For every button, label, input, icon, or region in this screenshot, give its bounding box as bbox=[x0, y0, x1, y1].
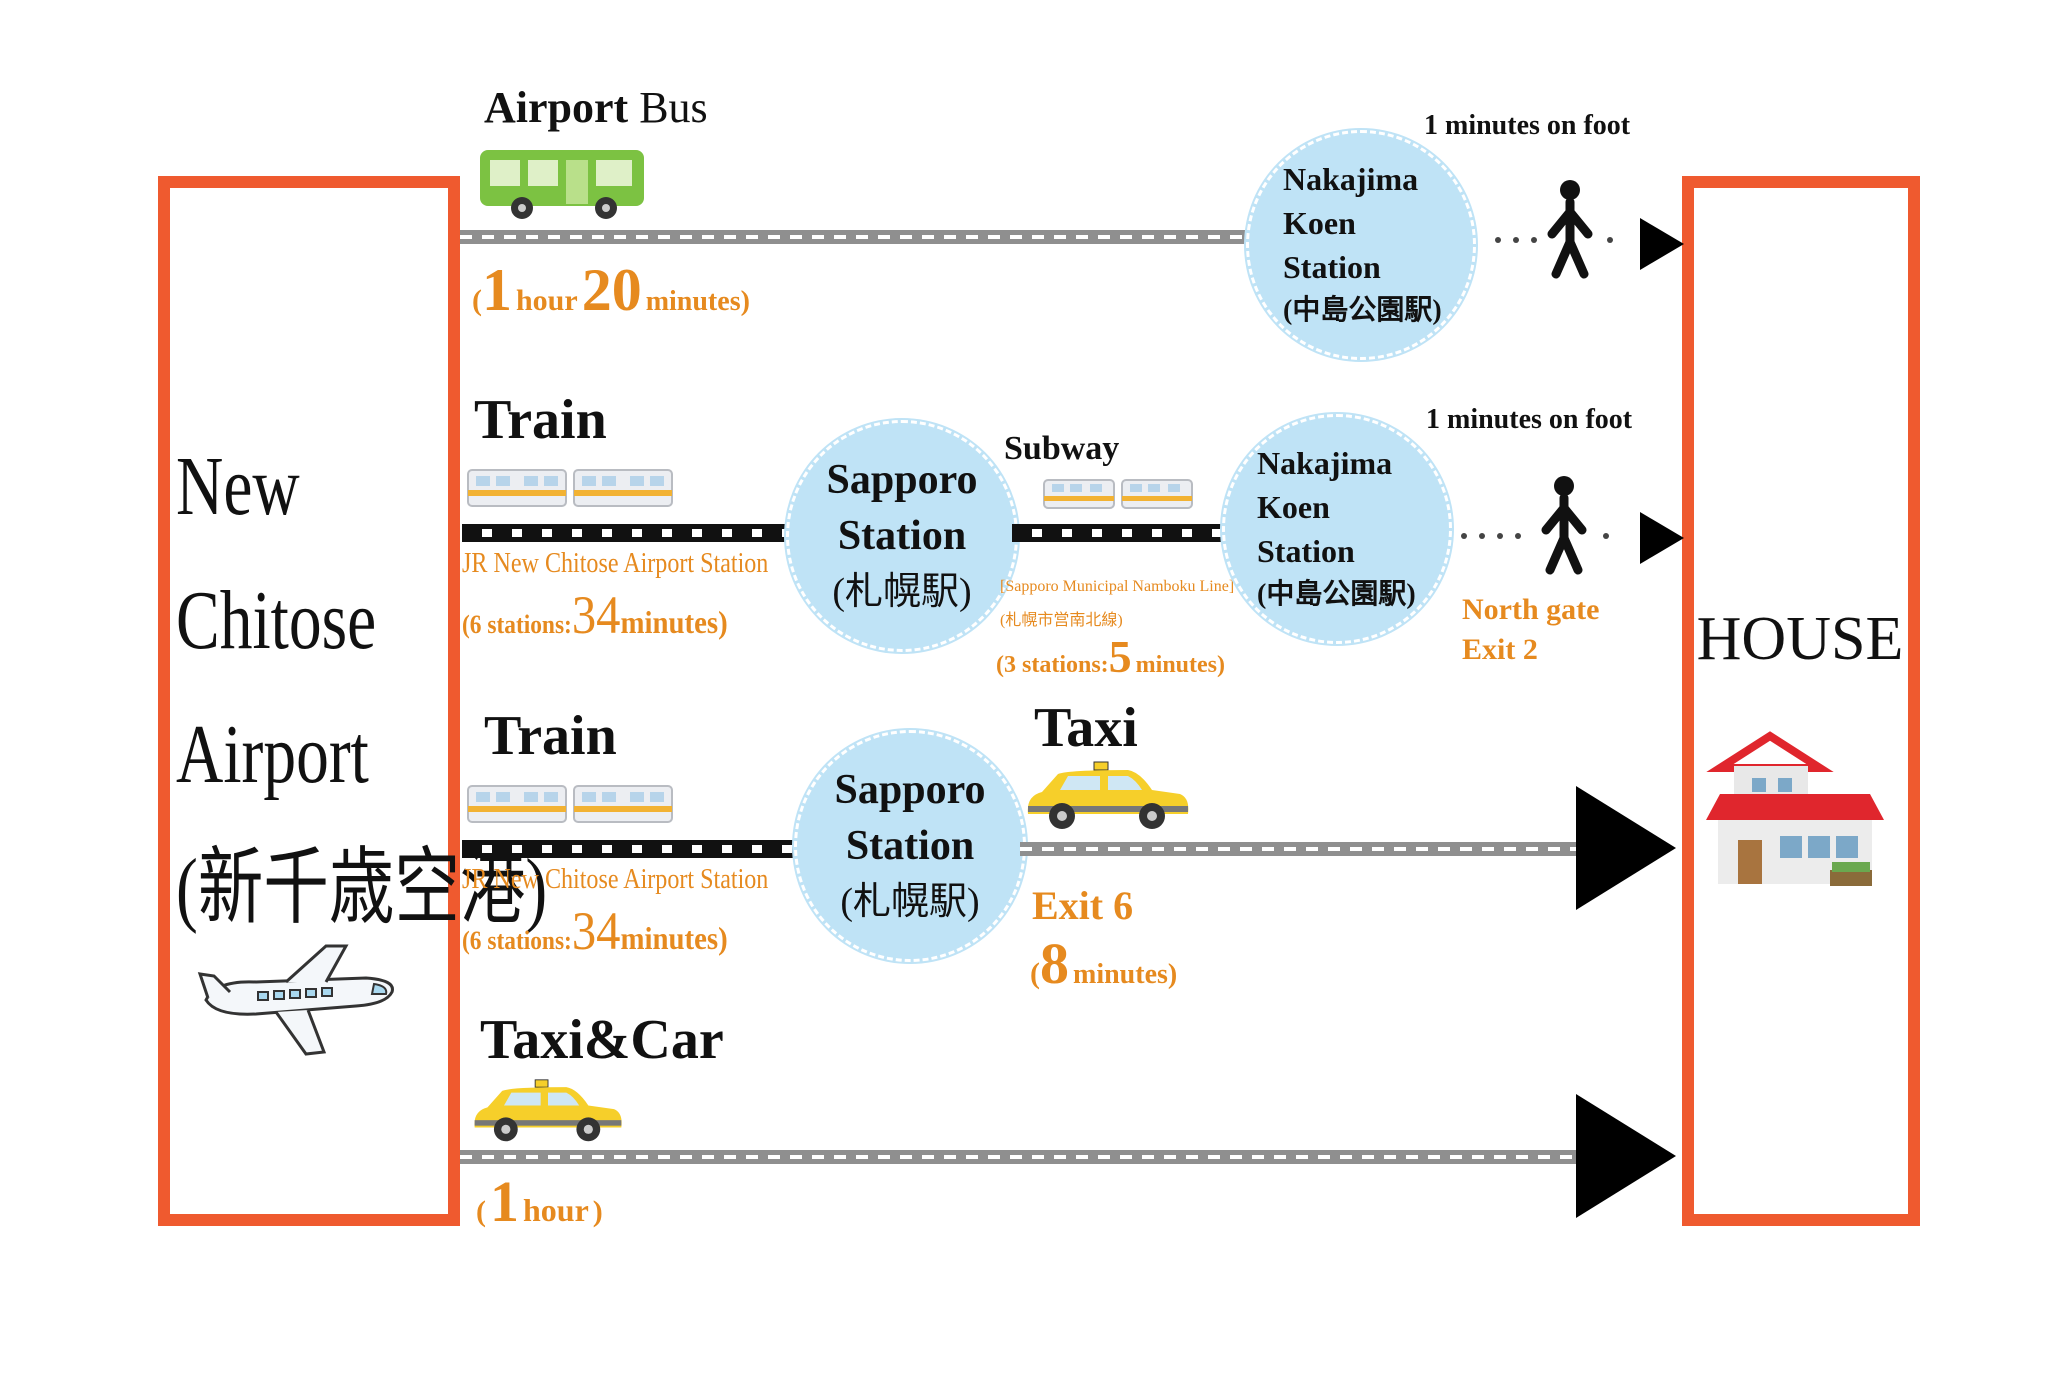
train-route-title: Train bbox=[474, 389, 607, 451]
subway-rail-track bbox=[1012, 524, 1224, 542]
sapporo-station-bubble: Sapporo Station (札幌駅) bbox=[786, 420, 1018, 652]
house-icon bbox=[1706, 731, 1884, 886]
taxi-road bbox=[1020, 842, 1580, 856]
walking-person-icon bbox=[1495, 180, 1613, 279]
bus-route-title: Airport Bus bbox=[484, 83, 708, 132]
bus-duration: (1 hour 20 minutes) bbox=[472, 257, 750, 323]
taxi-arrowhead bbox=[1576, 786, 1676, 910]
bus-walk-label: 1 minutes on foot bbox=[1424, 110, 1631, 141]
jr-line-label-2: JR New Chitose Airport Station bbox=[462, 864, 769, 895]
sapporo-station-bubble-2: Sapporo Station (札幌駅) bbox=[794, 730, 1026, 962]
airport-box bbox=[158, 176, 460, 1226]
nakajima-koen-station-bubble: Nakajima Koen Station (中島公園駅) bbox=[1246, 130, 1476, 360]
taxi-label: Taxi bbox=[1034, 697, 1138, 759]
subway-label: Subway bbox=[1004, 430, 1120, 467]
train-icon-2 bbox=[467, 785, 673, 823]
house-box bbox=[1682, 176, 1920, 1226]
train-icon bbox=[467, 469, 673, 507]
jr-rail-track bbox=[462, 524, 792, 542]
subway-walk-label: 1 minutes on foot bbox=[1426, 404, 1633, 435]
walking-person-icon-2 bbox=[1461, 476, 1609, 575]
car-arrowhead bbox=[1576, 1094, 1676, 1218]
jr-stops-label: (6 stations:34minutes) bbox=[462, 585, 728, 645]
exit-6-label: Exit 6 bbox=[1032, 883, 1134, 928]
house-label: HOUSE bbox=[1696, 605, 1904, 673]
bus-arrowhead bbox=[1640, 218, 1684, 270]
bus-road bbox=[460, 230, 1250, 244]
car-duration: ( 1 hour ) bbox=[476, 1169, 603, 1234]
subway-arrowhead bbox=[1640, 512, 1684, 564]
car-road bbox=[460, 1150, 1580, 1164]
taxi-icon bbox=[1027, 761, 1189, 829]
airport-label: New Chitose Airport (新千歳空港) bbox=[176, 440, 548, 935]
taxi-duration: (8 minutes) bbox=[1030, 931, 1178, 996]
jr-stops-label-2: (6 stations:34minutes) bbox=[462, 901, 728, 961]
train-taxi-route-title: Train bbox=[484, 705, 617, 767]
bus-icon bbox=[480, 150, 644, 219]
jr-rail-track-2 bbox=[462, 840, 798, 858]
north-gate-label: North gate Exit 2 bbox=[1462, 593, 1600, 666]
car-route-title: Taxi&Car bbox=[480, 1009, 724, 1071]
subway-line-jp: (札幌市営南北線) bbox=[1000, 612, 1123, 629]
subway-stops-label: (3 stations:5 minutes) bbox=[996, 631, 1226, 682]
airplane-icon bbox=[197, 944, 394, 1056]
subway-line-en: [Sapporo Municipal Namboku Line] bbox=[1000, 578, 1235, 595]
nakajima-koen-station-bubble-2: Nakajima Koen Station (中島公園駅) bbox=[1222, 414, 1452, 644]
jr-line-label: JR New Chitose Airport Station bbox=[462, 548, 769, 579]
subway-train-icon bbox=[1043, 479, 1193, 509]
taxi-icon-2 bbox=[474, 1079, 622, 1142]
